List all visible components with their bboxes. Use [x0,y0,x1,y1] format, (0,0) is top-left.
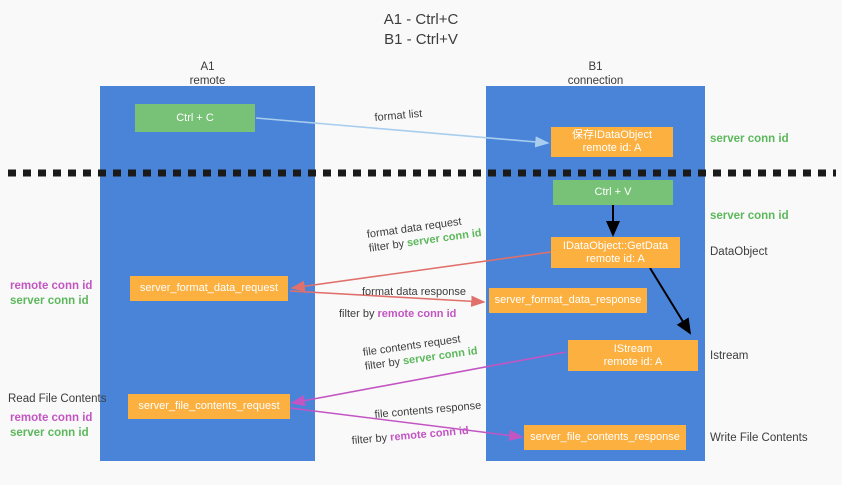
annotation-server-conn-id-mid: server conn id [710,210,789,222]
node-ctrl-c-label: Ctrl + C [176,111,214,124]
node-save-idataobject-line2: remote id: A [582,142,642,154]
flow-label-file-contents-response: file contents response filter by remote … [351,399,484,447]
node-save-idataobject-line1: 保存IDataObject [571,129,653,141]
flow-label-format-list: format list [374,107,423,125]
title-line-1: A1 - Ctrl+C [383,11,459,28]
node-istream-line1: IStream [613,342,653,355]
flow-label-file-contents-response-filter: filter by remote conn id [351,423,484,448]
node-istream-line2: remote id: A [603,355,663,368]
annotation-server-conn-id-top: server conn id [710,133,789,145]
annotation-file-remote-conn-id: remote conn id [10,412,93,424]
node-server-format-data-response[interactable]: server_format_data_response [489,288,647,313]
annotation-file-server-conn-id: server conn id [10,427,89,439]
filter-value-remote-conn-id: remote conn id [377,308,457,320]
filter-prefix: filter by [364,355,404,373]
node-istream[interactable]: IStream remote id: A [568,340,698,371]
node-server-format-data-request-label: server_format_data_request [139,282,279,294]
flow-label-format-data-response: format data response filter by remote co… [339,285,466,321]
flow-label-format-data-response-text: format data response [362,286,466,298]
node-server-format-data-response-label: server_format_data_response [494,294,642,306]
diagram-title: A1 - Ctrl+C B1 - Ctrl+V [0,10,842,50]
filter-value-remote-conn-id: remote conn id [389,424,470,444]
filter-prefix: filter by [351,431,391,448]
flow-label-file-contents-response-text: file contents response [374,399,482,421]
lane-header-b1-sub: connection [567,75,624,87]
annotation-istream: Istream [710,350,749,362]
node-server-file-contents-response-label: server_file_contents_response [530,431,680,443]
annotation-format-server-conn-id: server conn id [10,295,89,307]
node-idataobject-getdata-line2: remote id: A [586,252,645,265]
flow-label-format-data-response-filter: filter by remote conn id [339,307,466,321]
flow-label-file-contents-request: file contents request filter by server c… [362,330,479,374]
lane-header-b1-name: B1 [588,61,603,73]
lane-header-a1-sub: remote [189,75,226,87]
node-ctrl-v-label: Ctrl + V [594,186,632,198]
title-line-2: B1 - Ctrl+V [384,31,458,48]
annotation-format-remote-conn-id: remote conn id [10,280,93,292]
node-save-idataobject[interactable]: 保存IDataObject remote id: A [551,127,673,157]
flow-label-format-data-request: format data request filter by server con… [366,212,483,256]
node-server-file-contents-response[interactable]: server_file_contents_response [524,425,686,450]
node-idataobject-getdata[interactable]: IDataObject::GetData remote id: A [551,237,680,268]
filter-prefix: filter by [368,237,408,255]
node-ctrl-c[interactable]: Ctrl + C [135,104,255,132]
node-server-file-contents-request-label: server_file_contents_request [138,400,280,412]
node-ctrl-v[interactable]: Ctrl + V [553,180,673,205]
node-server-format-data-request[interactable]: server_format_data_request [130,276,288,301]
annotation-dataobject: DataObject [710,246,768,258]
node-server-file-contents-request[interactable]: server_file_contents_request [128,394,290,419]
annotation-write-file-contents: Write File Contents [710,432,808,444]
node-idataobject-getdata-line1: IDataObject::GetData [562,239,669,252]
filter-prefix: filter by [339,308,378,320]
lane-header-a1-name: A1 [200,61,215,73]
lane-header-a1: A1 remote [100,60,315,88]
annotation-read-file-contents: Read File Contents [8,393,107,405]
flow-label-format-list-text: format list [374,107,423,124]
lane-header-b1: B1 connection [486,60,705,88]
